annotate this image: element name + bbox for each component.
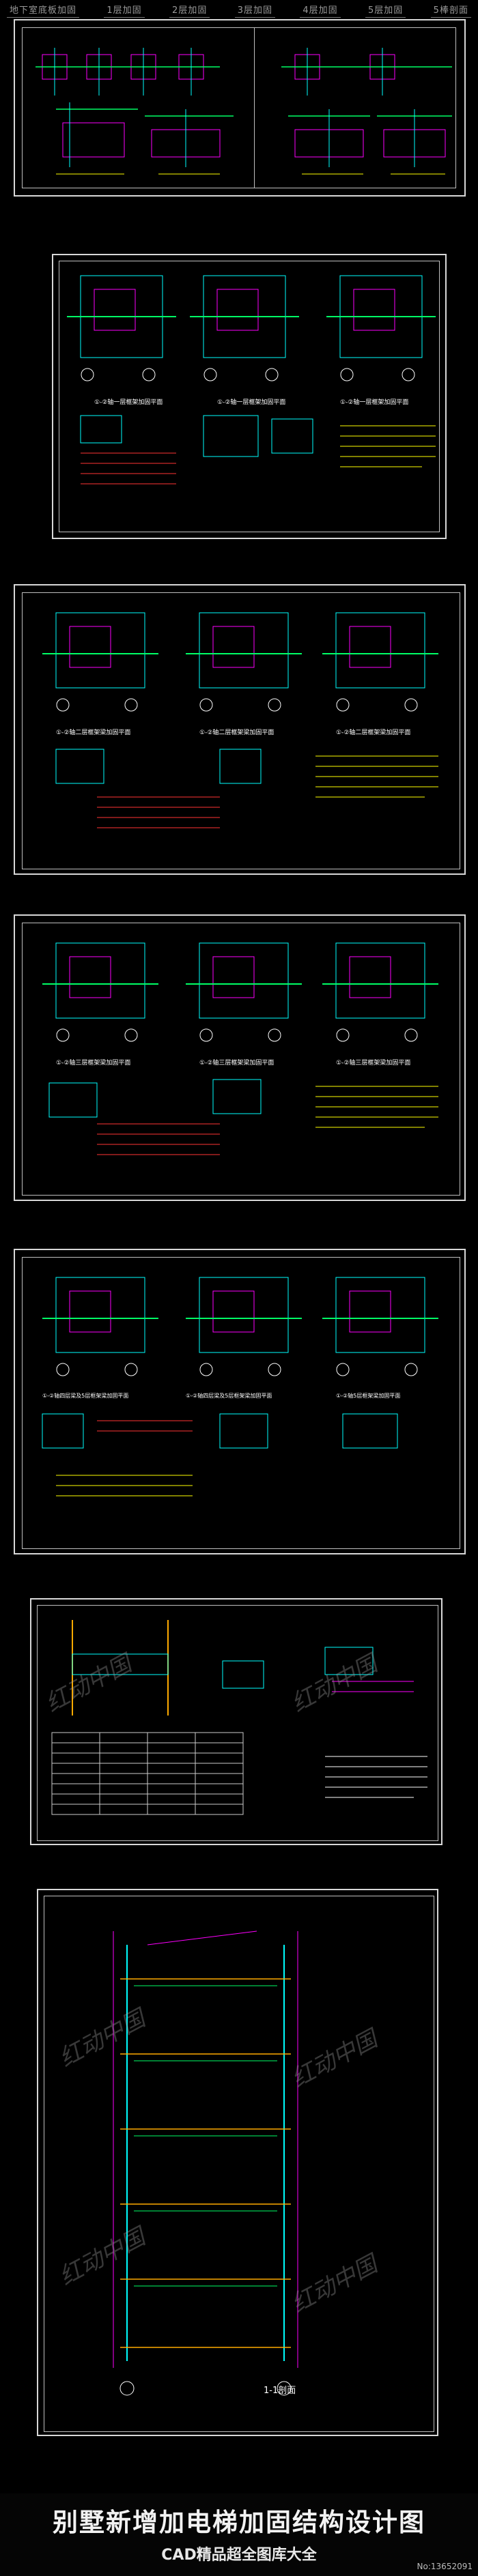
footer-title: 别墅新增加电梯加固结构设计图 <box>53 2508 425 2537</box>
plan-title-3c: ①-②轴三层框架梁加固平面 <box>336 1060 411 1067</box>
sheet-details-table <box>30 1598 442 1845</box>
footer-banner: 别墅新增加电梯加固结构设计图 CAD精品超全图库大全 No:13652091 <box>0 2493 478 2576</box>
tab-floor-3[interactable]: 3层加固 <box>234 0 275 18</box>
plan-title-1c: ①-②轴一层框架加固平面 <box>340 399 409 406</box>
floor-4-5-drawing <box>42 1277 438 1496</box>
plan-title-1a: ①-②轴一层框架加固平面 <box>94 399 163 406</box>
sheet-floor-1: ①-②轴一层框架加固平面 ①-②轴一层框架加固平面 ①-②轴一层框架加固平面 <box>52 254 447 539</box>
plan-title-4c: ①-②轴5层框架梁加固平面 <box>336 1393 401 1399</box>
sheet-basement-details <box>14 19 466 197</box>
plan-title-3a: ①-②轴三层框架梁加固平面 <box>56 1060 131 1067</box>
sheet-floor-3: ①-②轴三层框架梁加固平面 ①-②轴三层框架梁加固平面 ①-②轴三层框架梁加固平… <box>14 914 466 1201</box>
tab-floor-2[interactable]: 2层加固 <box>169 0 210 18</box>
sheet-tabs: 地下室底板加固 1层加固 2层加固 3层加固 4层加固 5层加固 5棒剖面 <box>7 0 471 18</box>
plan-title-2a: ①-②轴二层框架梁加固平面 <box>56 729 131 736</box>
floor-3-drawing <box>42 942 438 1155</box>
section-label: 1-1剖面 <box>264 2386 296 2396</box>
details-table-drawing <box>51 1620 427 1815</box>
tab-floor-5[interactable]: 5层加固 <box>365 0 406 18</box>
plan-title-2b: ①-②轴二层框架梁加固平面 <box>199 729 275 736</box>
floor-2-drawing <box>42 612 438 828</box>
footer-subtitle: CAD精品超全图库大全 <box>161 2547 317 2564</box>
sheet-section: 1-1剖面 <box>37 1889 438 2436</box>
sheet-floor-4-5: ①-②轴四层梁及5层框架梁加固平面 ①-②轴四层梁及5层框架梁加固平面 ①-②轴… <box>14 1249 466 1554</box>
basement-detail-drawing <box>36 48 452 175</box>
tab-floor-4[interactable]: 4层加固 <box>300 0 341 18</box>
plan-title-2c: ①-②轴二层框架梁加固平面 <box>336 729 411 736</box>
tab-floor-1[interactable]: 1层加固 <box>104 0 145 18</box>
section-drawing <box>113 1930 298 2396</box>
floor-1-drawing <box>67 275 436 484</box>
tab-basement[interactable]: 地下室底板加固 <box>7 0 80 18</box>
plan-title-1b: ①-②轴一层框架加固平面 <box>217 399 286 406</box>
plan-title-3b: ①-②轴三层框架梁加固平面 <box>199 1060 275 1067</box>
sheet-floor-2: ①-②轴二层框架梁加固平面 ①-②轴二层框架梁加固平面 ①-②轴二层框架梁加固平… <box>14 584 466 875</box>
tab-section[interactable]: 5棒剖面 <box>430 0 471 18</box>
footer-number: No:13652091 <box>417 2562 473 2571</box>
plan-title-4a: ①-②轴四层梁及5层框架梁加固平面 <box>42 1393 129 1399</box>
plan-title-4b: ①-②轴四层梁及5层框架梁加固平面 <box>186 1393 272 1399</box>
